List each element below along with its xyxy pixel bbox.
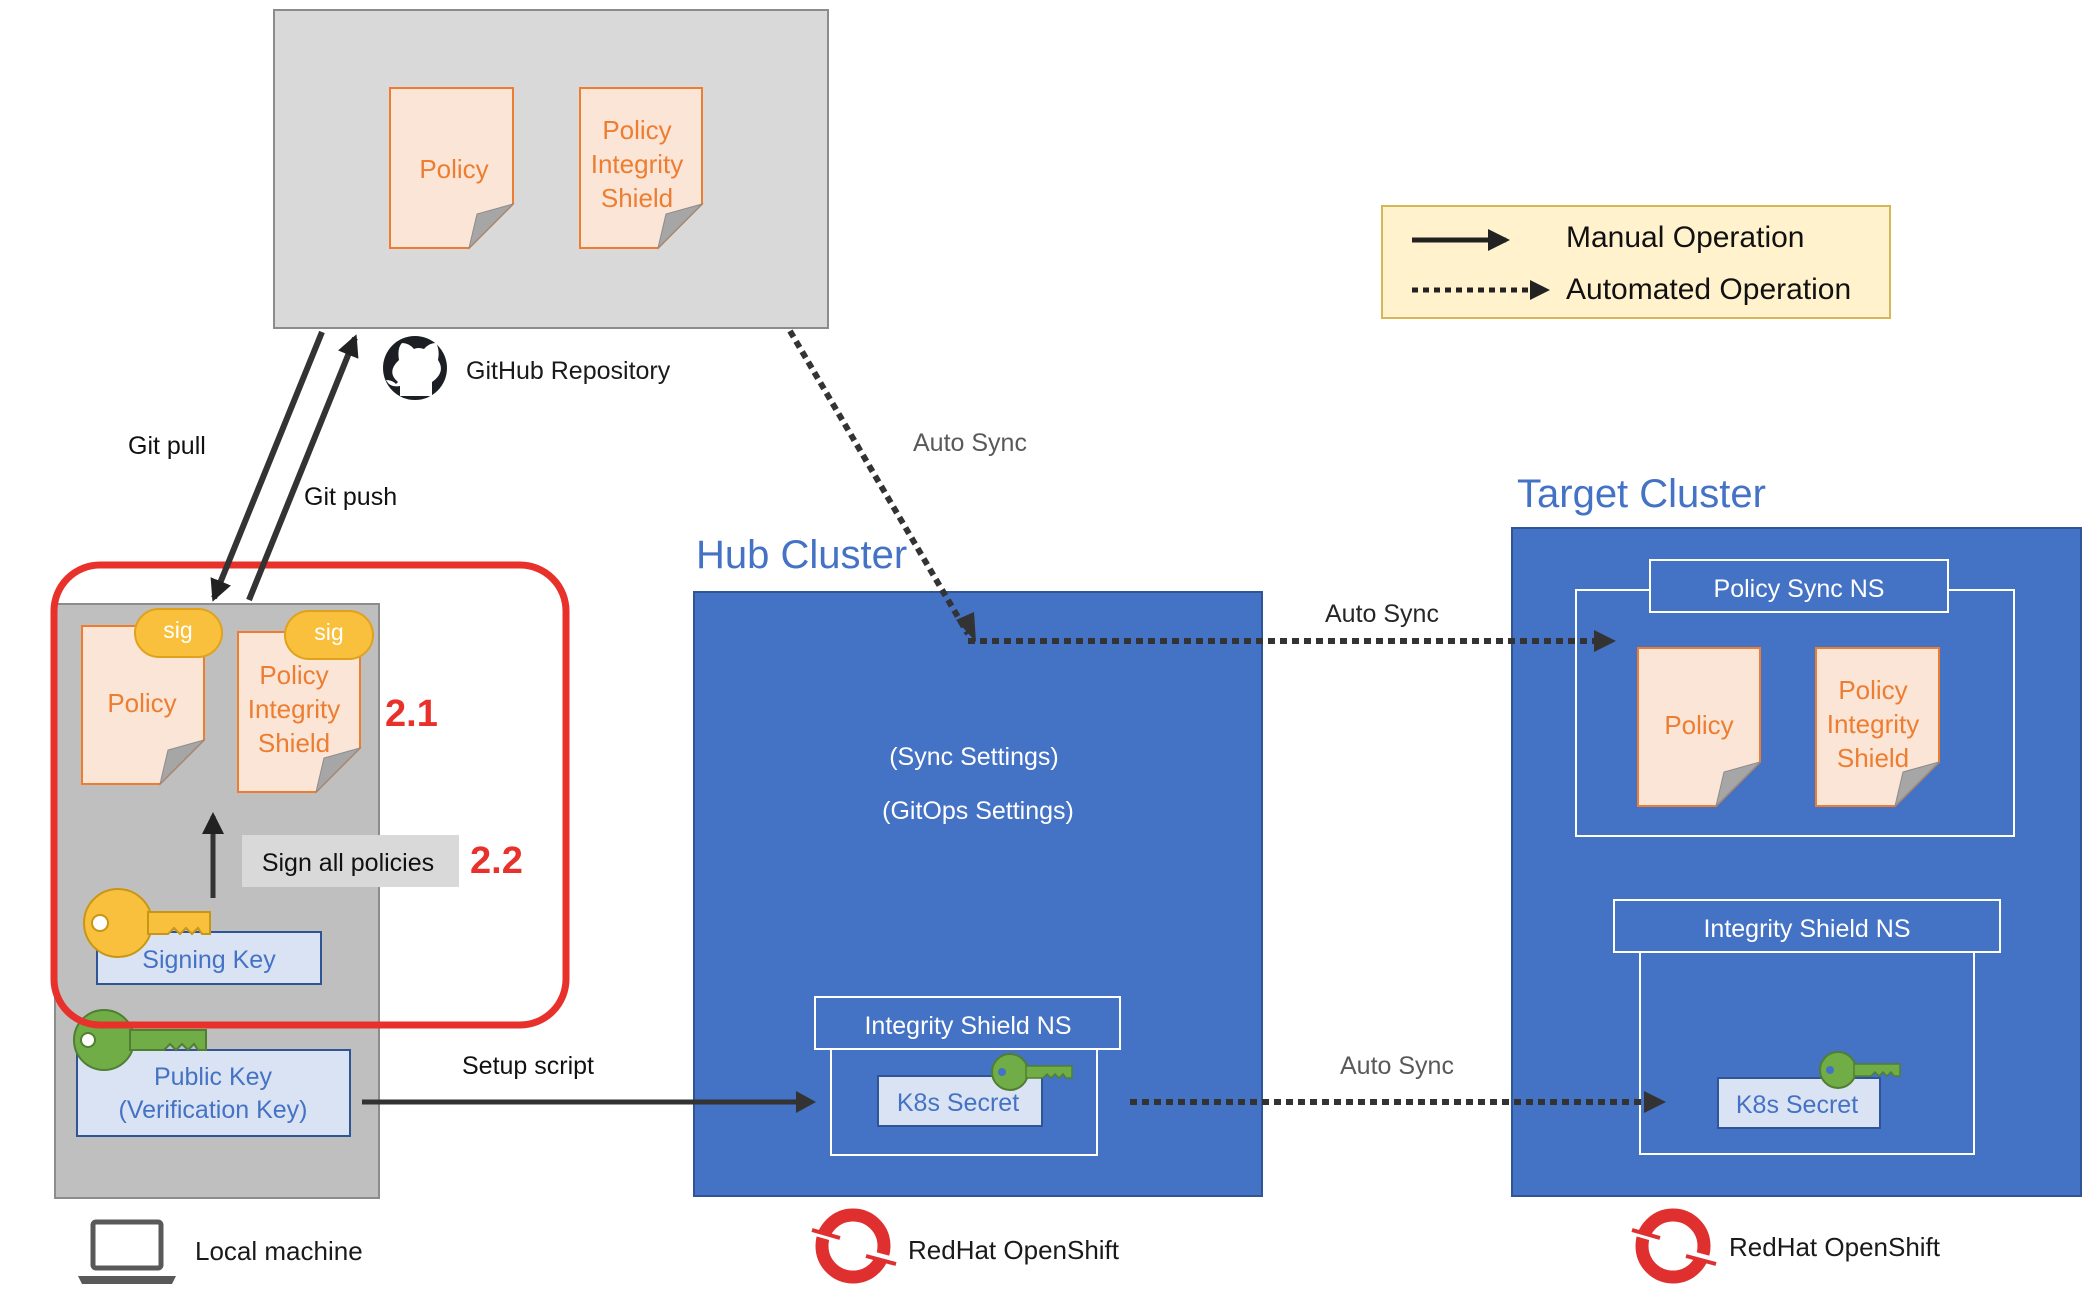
- legend: Manual Operation Automated Operation: [1381, 205, 1891, 319]
- target-pis-line1: Policy: [1838, 675, 1907, 705]
- sig-badge-label: sig: [163, 617, 192, 643]
- github-icon: [383, 336, 447, 400]
- target-pis-line3: Shield: [1837, 743, 1909, 773]
- repo-pis-line3: Shield: [601, 183, 673, 213]
- local-pis-line2: Integrity: [248, 694, 341, 724]
- public-key-line1: Public Key: [154, 1063, 273, 1091]
- git-push-label: Git push: [304, 483, 397, 511]
- policy-sync-ns-header: [1649, 559, 1949, 613]
- sig-badge: [284, 610, 374, 660]
- laptop-icon: [78, 1219, 176, 1284]
- git-pull-label: Git pull: [128, 432, 206, 460]
- target-secret-key-icon: [1819, 1051, 1901, 1089]
- sign-all-box: [242, 835, 459, 887]
- local-pis-doc: Policy Integrity Shield sig: [237, 610, 374, 794]
- target-pis-line2: Integrity: [1827, 709, 1920, 739]
- legend-manual-label: Manual Operation: [1566, 221, 1804, 254]
- openshift-icon: [811, 1208, 897, 1284]
- signing-key-icon: [83, 888, 211, 958]
- github-repository: Policy Policy Integrity Shield: [273, 9, 829, 329]
- step-2-1-label: 2.1: [385, 693, 438, 735]
- sign-all-label: Sign all policies: [262, 849, 434, 877]
- target-ns-label: Integrity Shield NS: [1703, 915, 1910, 943]
- hub-ns-label: Integrity Shield NS: [864, 1012, 1071, 1040]
- repo-policy-doc-label: Policy: [419, 154, 488, 184]
- target-platform-label: RedHat OpenShift: [1729, 1232, 1941, 1262]
- target-cluster: Target Cluster Policy Sync NS Policy Pol…: [1511, 472, 2082, 1197]
- public-key-line2: (Verification Key): [119, 1096, 308, 1124]
- local-policy-doc: Policy sig: [81, 608, 223, 786]
- target-policy-doc: Policy: [1637, 647, 1762, 808]
- openshift-icon: [1631, 1208, 1717, 1284]
- gitops-settings-label: (GitOps Settings): [882, 797, 1074, 825]
- local-policy-doc-label: Policy: [107, 688, 176, 718]
- target-pis-doc: Policy Integrity Shield: [1815, 647, 1941, 808]
- setup-script-label: Setup script: [462, 1052, 594, 1080]
- signing-key-label: Signing Key: [142, 946, 276, 974]
- repo-policy-doc: Policy: [389, 87, 515, 250]
- hub-ns-header: [814, 996, 1121, 1050]
- repo-pis-line1: Policy: [602, 115, 671, 145]
- hub-cluster-title: Hub Cluster: [696, 533, 907, 577]
- policy-sync-ns-label: Policy Sync NS: [1714, 575, 1885, 603]
- legend-automated-label: Automated Operation: [1566, 273, 1851, 306]
- auto-sync-hub-label: Auto Sync: [1325, 600, 1439, 628]
- repo-pis-line2: Integrity: [591, 149, 684, 179]
- local-pis-line1: Policy: [259, 660, 328, 690]
- repo-pis-doc: Policy Integrity Shield: [579, 87, 704, 250]
- auto-sync-repo-label: Auto Sync: [913, 429, 1027, 457]
- sig-badge: [134, 608, 223, 658]
- target-policy-doc-label: Policy: [1664, 710, 1733, 740]
- auto-sync-repo-arrow: [787, 329, 971, 636]
- sync-settings-label: (Sync Settings): [889, 743, 1059, 771]
- step-2-2-label: 2.2: [470, 840, 523, 882]
- highlight-frame: [50, 561, 570, 1029]
- local-machine-label: Local machine: [195, 1236, 363, 1266]
- git-push-arrow: [246, 334, 359, 602]
- hub-secret-key-icon: [991, 1053, 1073, 1091]
- target-k8s-secret-box: [1717, 1077, 1881, 1129]
- sig-badge-label: sig: [314, 619, 343, 645]
- hub-k8s-secret-label: K8s Secret: [897, 1089, 1019, 1117]
- git-pull-arrow: [210, 330, 325, 602]
- hub-platform-label: RedHat OpenShift: [908, 1235, 1120, 1265]
- hub-cluster: Hub Cluster (Sync Settings) (GitOps Sett…: [693, 533, 1263, 1197]
- target-cluster-title: Target Cluster: [1517, 472, 1766, 516]
- github-repository-label: GitHub Repository: [466, 357, 671, 385]
- target-k8s-secret-label: K8s Secret: [1736, 1091, 1858, 1119]
- local-pis-line3: Shield: [258, 728, 330, 758]
- auto-sync-secret-label: Auto Sync: [1340, 1052, 1454, 1080]
- target-ns-header: [1613, 899, 2001, 953]
- local-machine: Policy sig Policy Integrity Shield sig S…: [54, 603, 459, 1199]
